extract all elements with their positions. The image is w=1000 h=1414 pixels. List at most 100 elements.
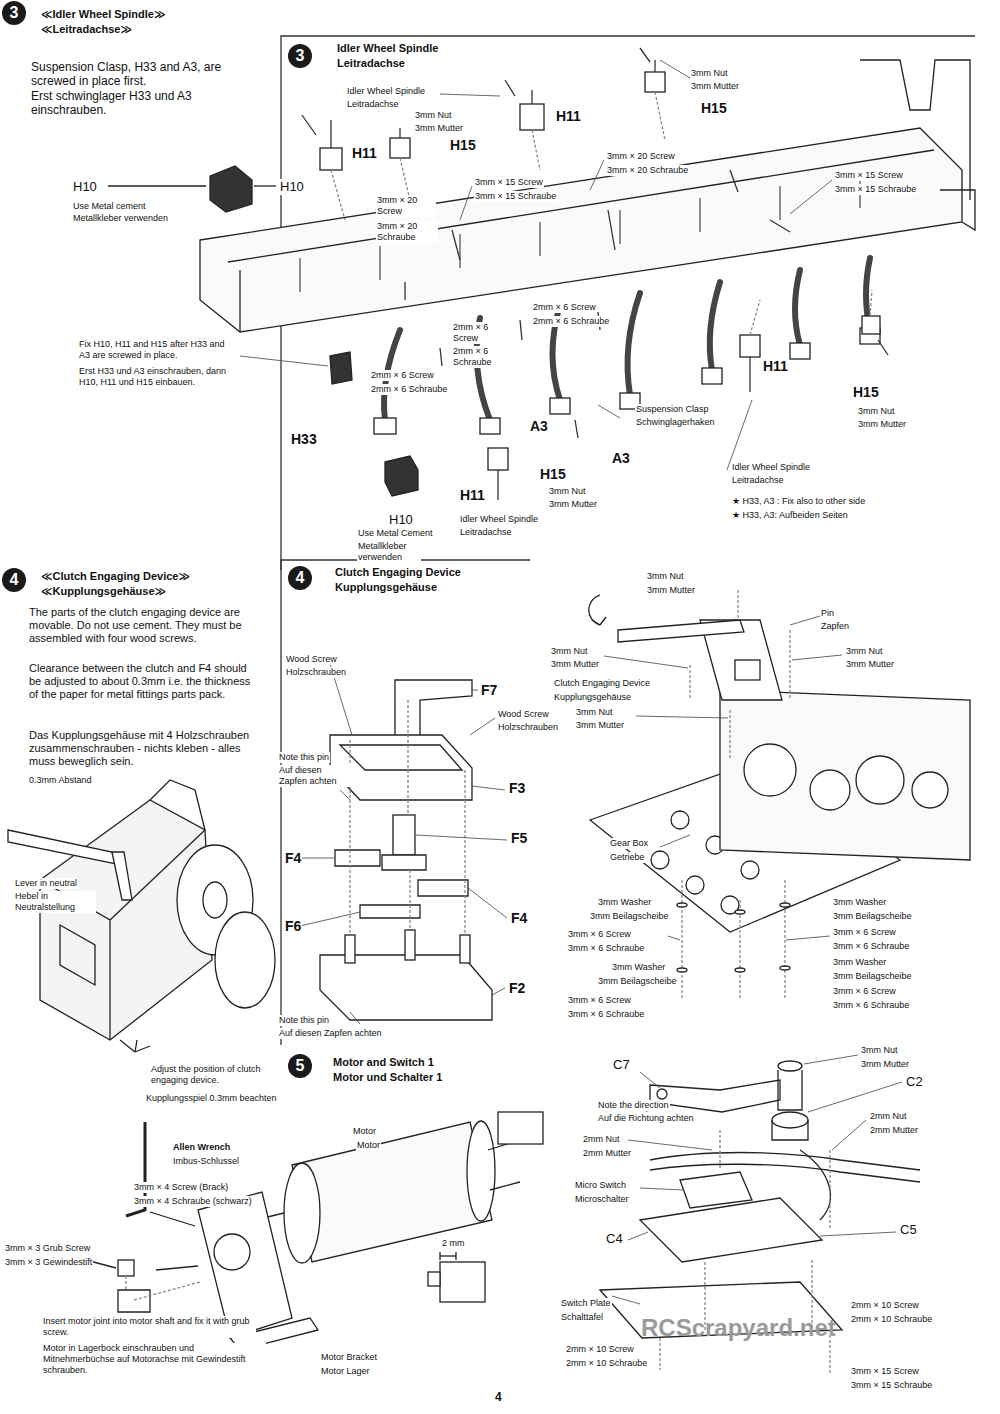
part-label: 3mm Nut <box>646 571 685 582</box>
part-number: A3 <box>611 450 631 467</box>
part-label: 3mm Nut <box>860 1045 899 1056</box>
instruction-note: Motor in Lagerbock einschrauben und Mitn… <box>42 1343 266 1375</box>
part-number: C5 <box>899 1222 918 1238</box>
part-label: 2mm × 10 Screw <box>850 1300 920 1311</box>
part-label: 3mm × 6 Screw <box>832 927 897 938</box>
instruction-note: Adjust the position of clutch engaging d… <box>150 1064 274 1086</box>
part-label: 3mm Mutter <box>860 1059 910 1070</box>
instruction-note: Erst schwinglager H33 und A3 einschraube… <box>30 89 267 118</box>
part-label: Leitradachse <box>459 527 513 538</box>
instruction-note: Erst H33 und A3 einschrauben, dann H10, … <box>78 366 242 388</box>
part-label: 3mm × 20 Screw <box>606 151 676 162</box>
part-label: 3mm × 15 Schraube <box>850 1380 933 1391</box>
part-label: 3mm Washer <box>832 957 887 968</box>
part-label: Note this pin <box>278 752 330 763</box>
instruction-note: Suspension Clasp, H33 and A3, are screwe… <box>30 60 267 89</box>
part-label: 3mm × 3 Grub Screw <box>4 1243 91 1254</box>
watermark: RCScrapyard.net <box>640 1314 837 1343</box>
part-label: 0.3mm Abstand <box>28 775 93 786</box>
part-label: 3mm Beilagscheibe <box>597 976 678 987</box>
part-label: Idler Wheel Spindle <box>346 86 426 97</box>
part-label: Switch Plate <box>560 1298 612 1309</box>
step-heading: Motor and Switch 1 <box>332 1056 435 1069</box>
part-number: C4 <box>605 1231 624 1247</box>
part-label: 3mm × 4 Screw (Brack) <box>133 1182 229 1193</box>
part-label: 2mm × 6 Schraube <box>532 316 610 327</box>
part-label: Suspension Clasp <box>635 404 710 415</box>
part-label: 2mm Mutter <box>582 1148 632 1159</box>
part-label: ★ H33, A3: Aufbeiden Seiten <box>731 510 849 521</box>
instruction-note: Das Kupplungsgehäuse mit 4 Holzschrauben… <box>28 729 260 769</box>
part-label: 3mm Mutter <box>845 659 895 670</box>
part-label: 3mm Washer <box>832 897 887 908</box>
part-number: H11 <box>762 358 789 375</box>
part-label: ★ H33, A3 : Fix also to other side <box>731 496 866 507</box>
part-label: 3mm Mutter <box>575 720 625 731</box>
part-label: Auf diesen Zapfen achten <box>278 1028 383 1039</box>
part-label: 3mm × 6 Screw <box>832 986 897 997</box>
part-label: Holzschrauben <box>497 722 559 733</box>
part-label: 3mm Beilagscheibe <box>832 971 913 982</box>
part-label: 3mm Mutter <box>548 499 598 510</box>
part-number: F4 <box>510 910 528 927</box>
part-number: H33 <box>290 431 318 448</box>
part-label: 3mm Mutter <box>646 585 696 596</box>
part-label: Zapfen <box>820 621 850 632</box>
part-label: 3mm × 15 Schraube <box>474 191 557 202</box>
part-label: Lever in neutral <box>14 878 78 889</box>
part-label: Microschalter <box>574 1194 630 1205</box>
part-label: Getriebe <box>609 852 646 863</box>
part-label: 3mm Nut <box>414 110 453 121</box>
part-label: Wood Screw <box>497 709 550 720</box>
part-label: Use Metal Cement <box>357 528 434 539</box>
step-number: 3 <box>10 5 19 21</box>
part-label: 3mm × 3 Gewindestift <box>4 1257 93 1268</box>
part-label: 3mm Beilagscheibe <box>589 911 670 922</box>
step-number-circle: 3 <box>288 44 312 68</box>
part-label: 3mm Nut <box>845 646 884 657</box>
part-label: Auf die Richtung achten <box>597 1113 695 1124</box>
part-label: 3mm Nut <box>548 486 587 497</box>
part-label: 2mm × 6 Screw <box>532 302 597 313</box>
part-label: 3mm Beilagscheibe <box>832 911 913 922</box>
part-number: H10 <box>72 179 98 195</box>
part-label: Imbus-Schlussel <box>172 1156 240 1167</box>
part-label: 2mm × 6 Schraube <box>370 384 448 395</box>
part-label: 2mm × 6 Screw <box>370 370 435 381</box>
step-number: 3 <box>296 48 305 64</box>
part-number: C2 <box>905 1074 924 1090</box>
part-label: 3mm Nut <box>857 406 896 417</box>
part-number: F3 <box>508 780 526 797</box>
part-number: C7 <box>612 1057 631 1073</box>
part-number: H10 <box>279 179 305 195</box>
part-number: A3 <box>529 418 549 435</box>
part-number: F6 <box>284 918 302 935</box>
part-number: H11 <box>351 145 378 162</box>
part-label: Motor Lager <box>320 1366 371 1377</box>
part-label: 3mm × 6 Screw <box>567 929 632 940</box>
part-label: 2mm Mutter <box>869 1125 919 1136</box>
instruction-note: Fix H10, H11 and H15 after H33 and A3 ar… <box>78 339 238 361</box>
part-label: Motor <box>356 1140 381 1151</box>
step-heading: Leitradachse <box>336 57 406 70</box>
step-heading: 4 <box>494 1390 503 1404</box>
part-label: Idler Wheel Spindle <box>459 514 539 525</box>
part-label: 3mm Nut <box>690 68 729 79</box>
part-label: Motor <box>352 1126 377 1137</box>
step-number-circle: 5 <box>288 1054 312 1078</box>
part-label: 3mm × 6 Screw <box>567 995 632 1006</box>
part-label: 3mm × 15 Screw <box>834 170 904 181</box>
part-label: 3mm × 4 Schraube (schwarz) <box>133 1196 253 1207</box>
part-label: Note the direction <box>597 1100 670 1111</box>
part-number: F5 <box>510 830 528 847</box>
part-label: Schalttafel <box>560 1312 604 1323</box>
part-label: 2mm × 10 Schraube <box>850 1314 933 1325</box>
instruction-note: Hebel in Neutralstellung <box>14 891 96 913</box>
step-number-circle: 4 <box>288 566 312 590</box>
step-heading: ≪Clutch Engaging Device≫ <box>40 570 191 583</box>
part-label: 2mm × 10 Schraube <box>565 1358 648 1369</box>
part-label: Schwinglagerhaken <box>635 417 716 428</box>
part-number: F7 <box>480 682 498 699</box>
part-label: 3mm Washer <box>611 962 666 973</box>
